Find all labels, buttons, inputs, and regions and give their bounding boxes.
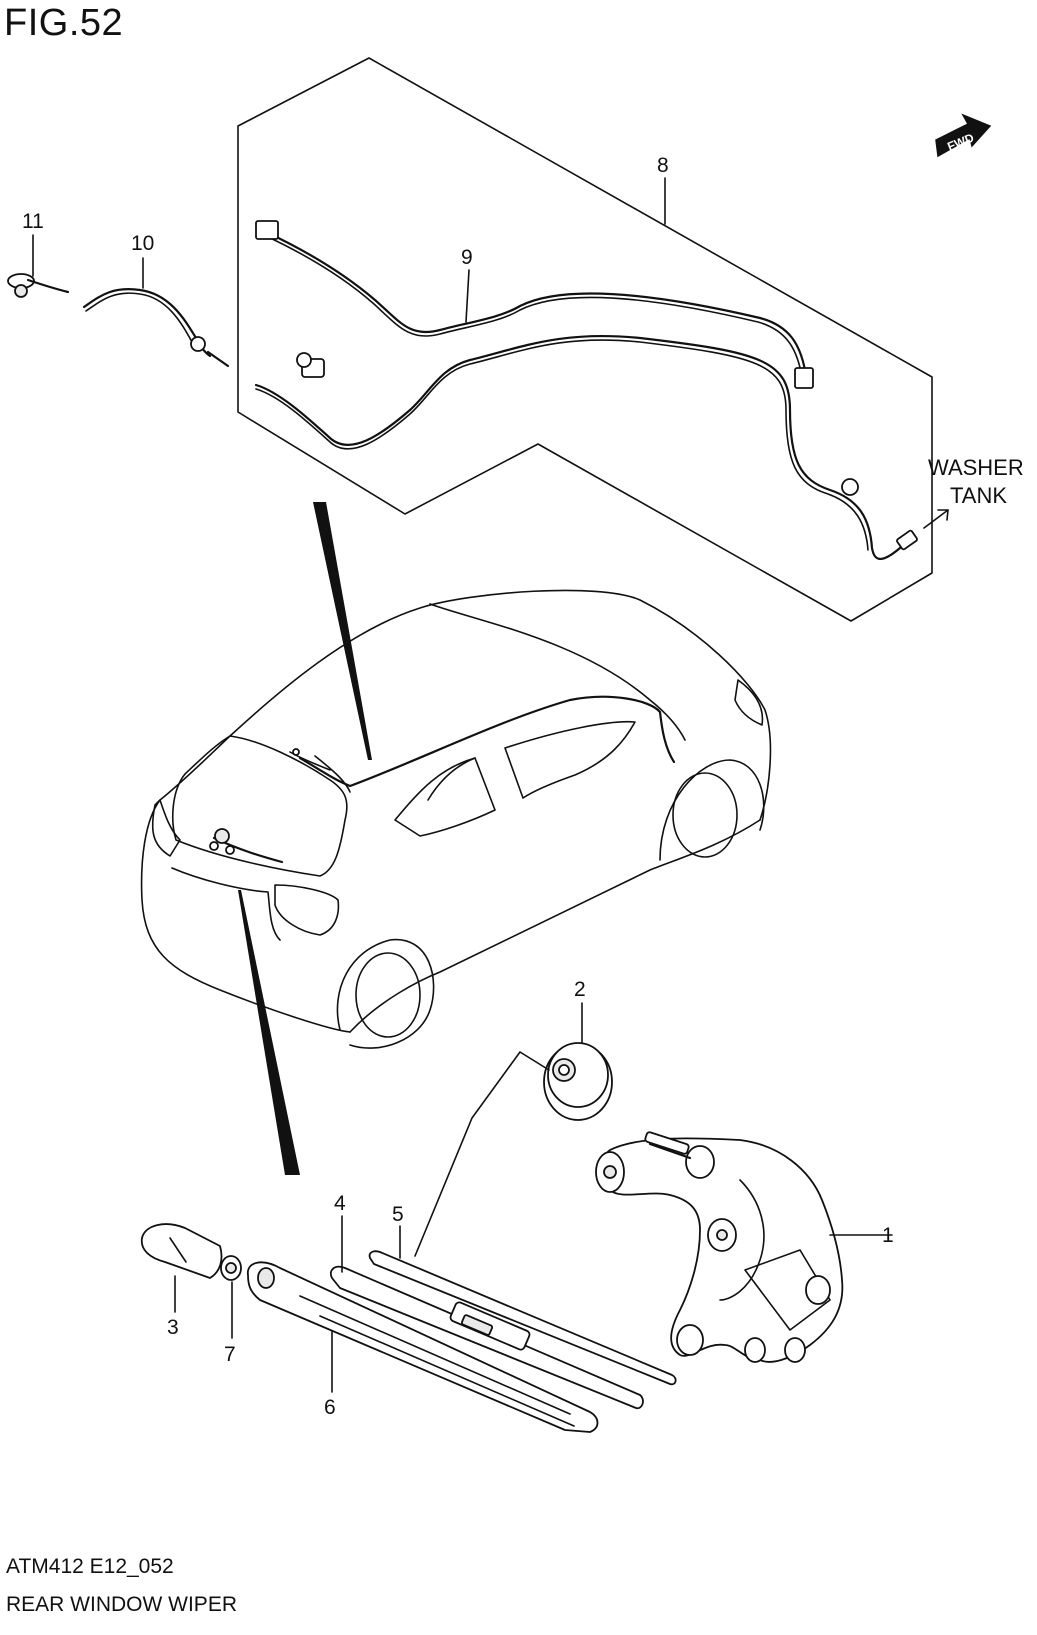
- callout-4: 4: [334, 1192, 346, 1215]
- figure-title: FIG.52: [4, 2, 124, 44]
- clip: [841, 478, 859, 496]
- hose-8-lower: [254, 334, 902, 560]
- callout-10: 10: [131, 232, 154, 255]
- callout-6: 6: [324, 1396, 336, 1419]
- wiper-motor-1: [595, 1131, 893, 1363]
- wiper-arm-6: [247, 1261, 599, 1433]
- hose-assembly-group: [237, 57, 949, 622]
- nozzle-11: [7, 234, 70, 298]
- callout-3: 3: [167, 1316, 179, 1339]
- grommet-2: [543, 1002, 613, 1121]
- wiper-blade-4: [330, 1215, 644, 1410]
- figure-name: REAR WINDOW WIPER: [6, 1593, 237, 1616]
- callout-9: 9: [461, 246, 473, 269]
- forward-direction-arrow[interactable]: FWD: [935, 113, 992, 158]
- callout-8: 8: [657, 154, 669, 177]
- pointer-wedge-upper: [313, 502, 372, 760]
- pointer-wedge-lower: [238, 890, 300, 1175]
- group-outline: [237, 57, 933, 622]
- hose-connector: [794, 367, 814, 389]
- hose-connector: [255, 220, 279, 240]
- washer-tank-label-line2: TANK: [950, 483, 1007, 508]
- hose-end: [896, 529, 918, 551]
- nut-7: [220, 1255, 242, 1339]
- hose-9: [264, 230, 807, 372]
- callout-7: 7: [224, 1343, 236, 1366]
- arm-cap-3: [140, 1223, 223, 1313]
- washer-tank-label-line1: WASHER: [928, 455, 1024, 480]
- clip: [296, 352, 312, 368]
- blade-rubber-5: [368, 1225, 677, 1386]
- hose-10: [82, 257, 230, 368]
- callout-2: 2: [574, 978, 586, 1001]
- callout-1: 1: [882, 1224, 894, 1247]
- figure-code: ATM412 E12_052: [6, 1555, 174, 1578]
- callout-11: 11: [22, 210, 44, 233]
- vehicle-illustration: [140, 589, 772, 1049]
- callout-5: 5: [392, 1203, 404, 1226]
